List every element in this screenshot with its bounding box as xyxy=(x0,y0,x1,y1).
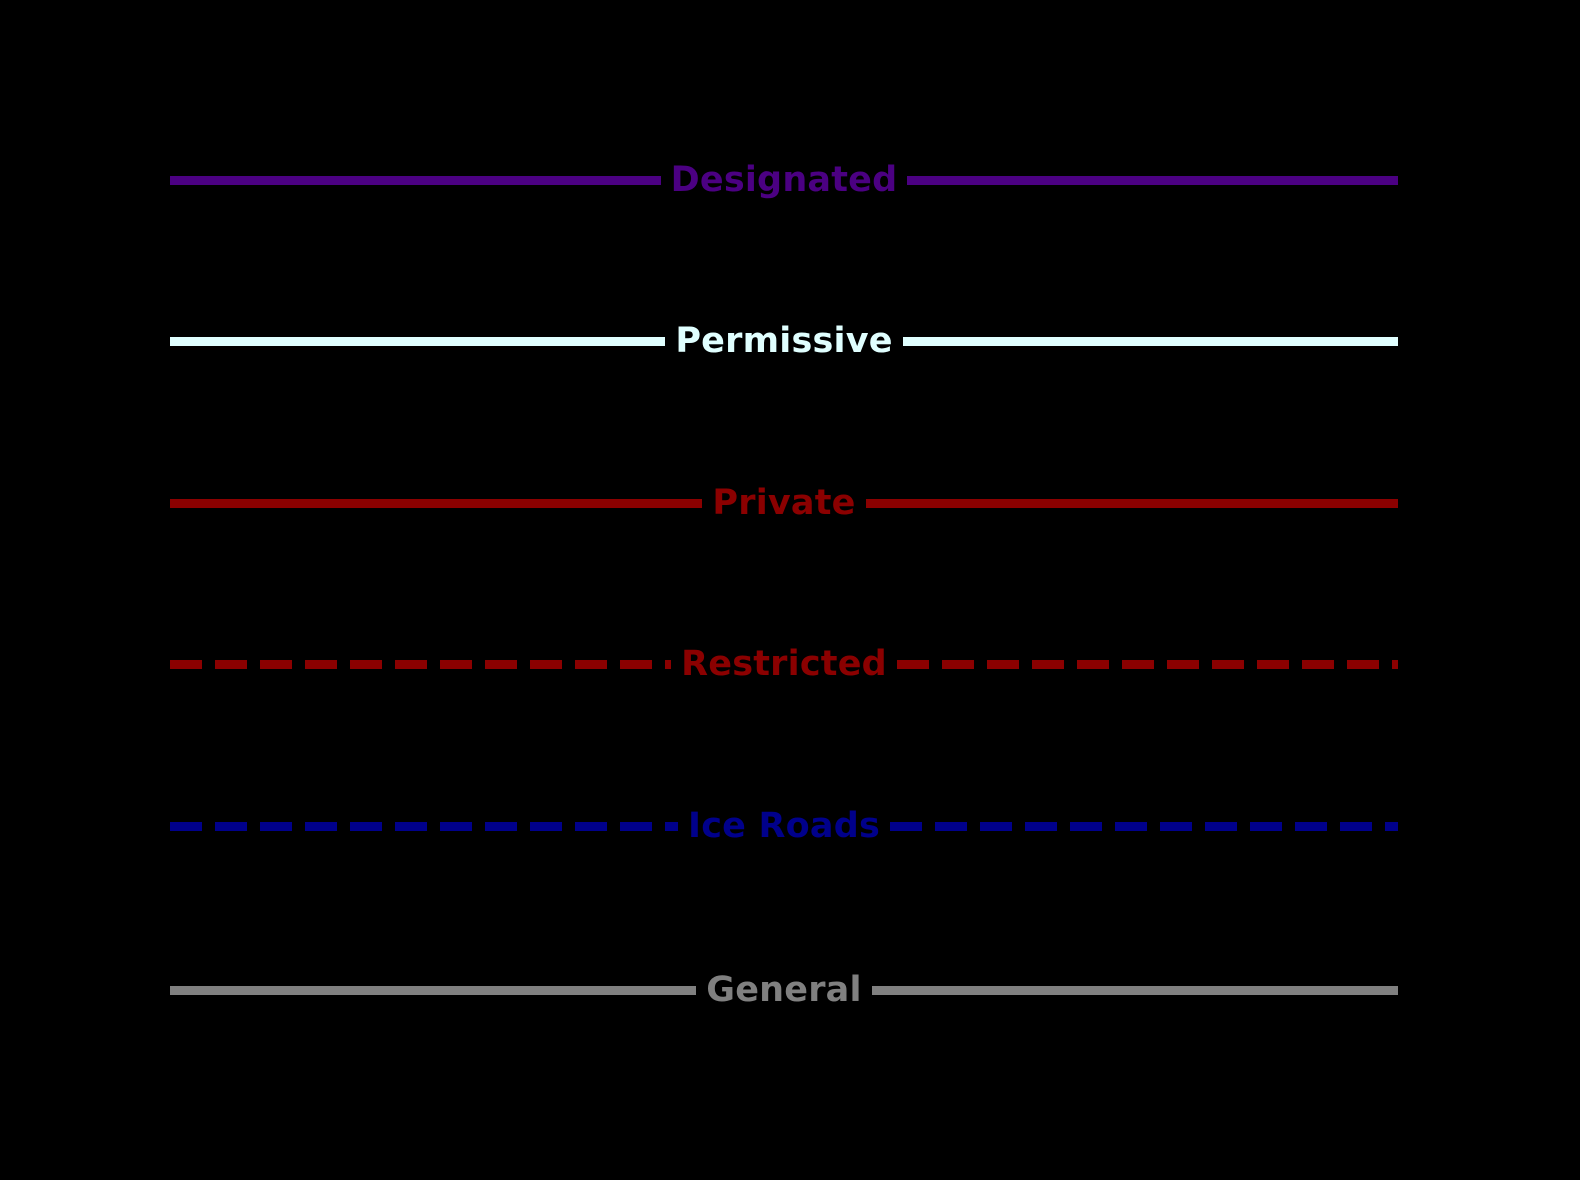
legend-row-ice-roads[interactable]: Ice Roads xyxy=(170,796,1398,856)
legend-label-restricted: Restricted xyxy=(681,643,887,684)
legend-line-left-restricted xyxy=(170,659,672,669)
legend-label-general: General xyxy=(706,969,862,1010)
legend-line-left-private xyxy=(170,498,703,508)
legend-line-right-designated xyxy=(907,175,1399,185)
legend-line-right-ice-roads xyxy=(890,821,1398,831)
legend-row-designated[interactable]: Designated xyxy=(170,150,1399,210)
legend-line-right-restricted xyxy=(896,659,1398,669)
legend-line-left-general xyxy=(170,985,697,995)
legend-label-private: Private xyxy=(712,482,856,523)
legend-label-permissive: Permissive xyxy=(675,320,893,361)
legend-row-restricted[interactable]: Restricted xyxy=(170,634,1398,694)
legend-row-permissive[interactable]: Permissive xyxy=(170,311,1398,371)
legend-line-right-permissive xyxy=(902,336,1398,346)
legend-line-right-private xyxy=(865,498,1398,508)
legend-label-designated: Designated xyxy=(670,159,898,200)
legend-line-left-ice-roads xyxy=(170,821,678,831)
legend-row-general[interactable]: General xyxy=(170,960,1398,1020)
legend-row-private[interactable]: Private xyxy=(170,473,1398,533)
legend-line-left-permissive xyxy=(170,336,666,346)
legend-line-left-designated xyxy=(170,175,661,185)
legend-label-ice-roads: Ice Roads xyxy=(688,805,880,846)
legend-line-right-general xyxy=(871,985,1398,995)
